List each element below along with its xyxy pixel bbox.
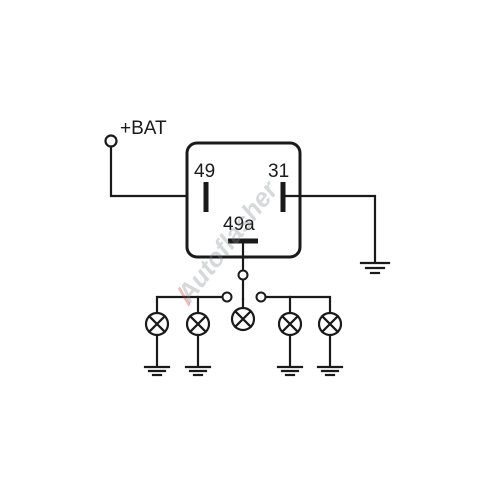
terminal-49a-label: 49a bbox=[223, 214, 255, 235]
lamp-indicator bbox=[230, 306, 256, 332]
lamp-left-front bbox=[144, 311, 170, 368]
switch-pivot-terminal-icon bbox=[237, 269, 249, 281]
terminal-49-label: 49 bbox=[194, 161, 215, 182]
ground-icon bbox=[316, 365, 344, 377]
ground-icon bbox=[359, 261, 391, 275]
ground-31-wire bbox=[283, 194, 377, 264]
bat-wire bbox=[109, 145, 206, 198]
right-bus-wire bbox=[264, 295, 332, 315]
lamp-right-front bbox=[317, 311, 343, 368]
ground-31 bbox=[283, 194, 391, 275]
terminal-31-label: 31 bbox=[268, 161, 289, 182]
switch-left-terminal-icon bbox=[221, 291, 233, 303]
bat-label: +BAT bbox=[120, 118, 167, 139]
flasher-unit: 49 31 49a bbox=[185, 141, 302, 259]
lamp-left-rear bbox=[185, 311, 211, 368]
ground-icon bbox=[276, 365, 304, 377]
left-bus-wire bbox=[155, 295, 224, 315]
ground-icon bbox=[143, 365, 171, 377]
switch-right-terminal-icon bbox=[255, 291, 267, 303]
bat-supply: +BAT bbox=[104, 118, 206, 198]
output-switch bbox=[155, 241, 332, 315]
bat-terminal-icon bbox=[104, 134, 118, 148]
lamp-right-rear bbox=[277, 311, 303, 368]
ground-icon bbox=[184, 365, 212, 377]
